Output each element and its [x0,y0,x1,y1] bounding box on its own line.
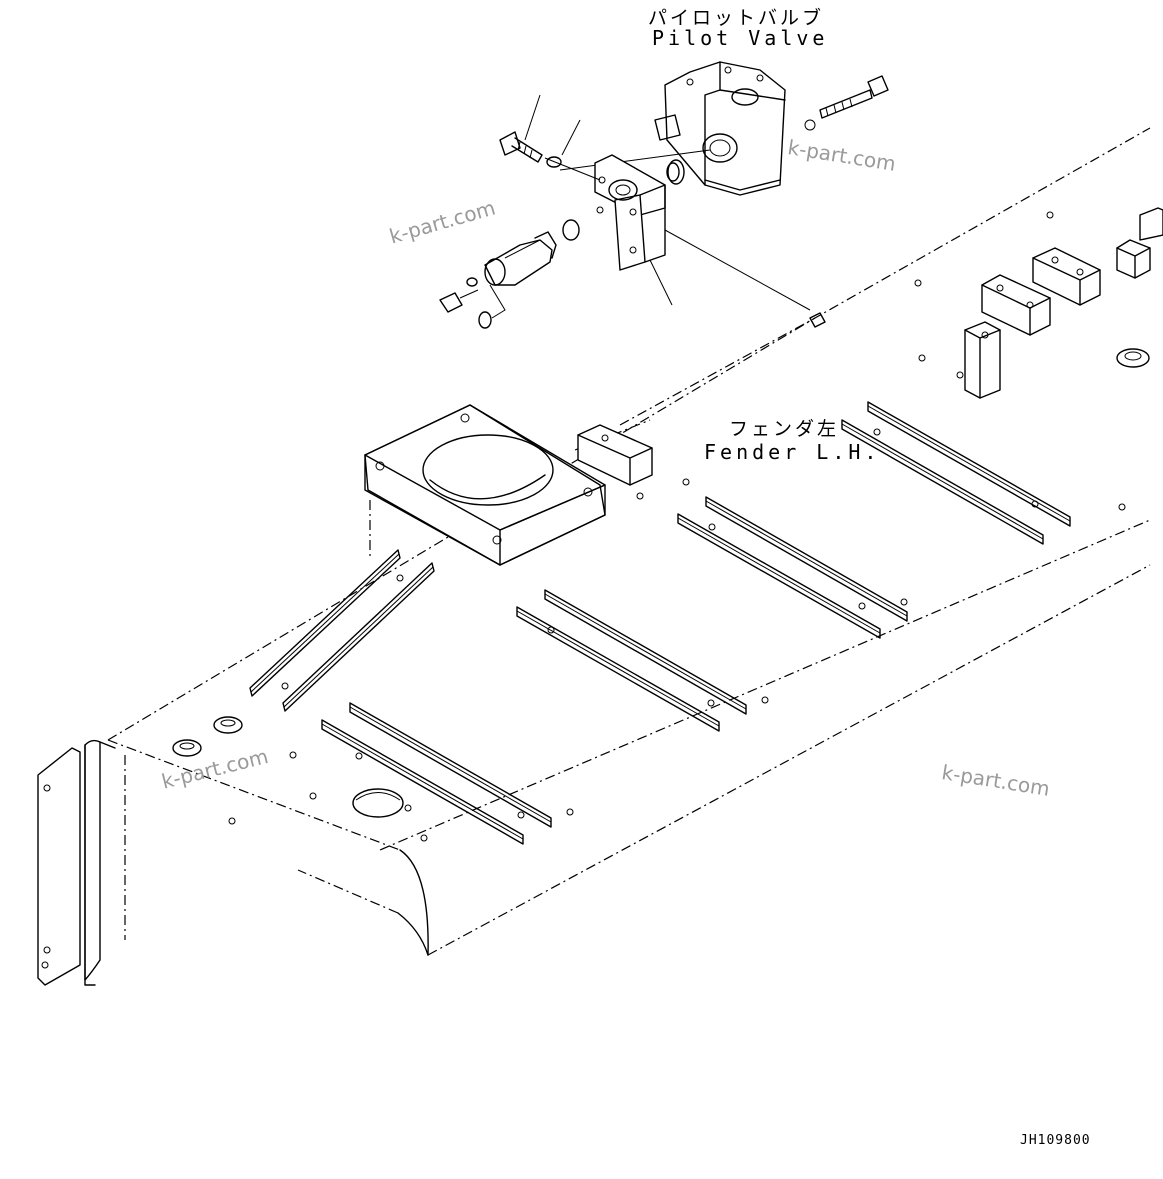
mounting-bracket [594,154,811,311]
deck-holes [172,211,1126,842]
fender-label-jp: フェンダ左 [729,418,840,440]
fender-label-en: Fender L.H. [704,440,881,464]
left-end-bracket [37,739,116,986]
sensor-fitting [439,162,680,329]
pilot-valve-label-jp: パイロットバルブ [648,7,825,29]
deck-tab [809,312,826,328]
rail-strips [249,401,1071,845]
pilot-valve-label-en: Pilot Valve [652,26,829,50]
bolt-and-washer [499,94,601,181]
pilot-valve [654,61,816,196]
spacer-blocks [577,207,1163,486]
drawing-code: JH109800 [1020,1133,1091,1148]
duct-flange [364,404,606,566]
valve-bolt [559,75,889,171]
